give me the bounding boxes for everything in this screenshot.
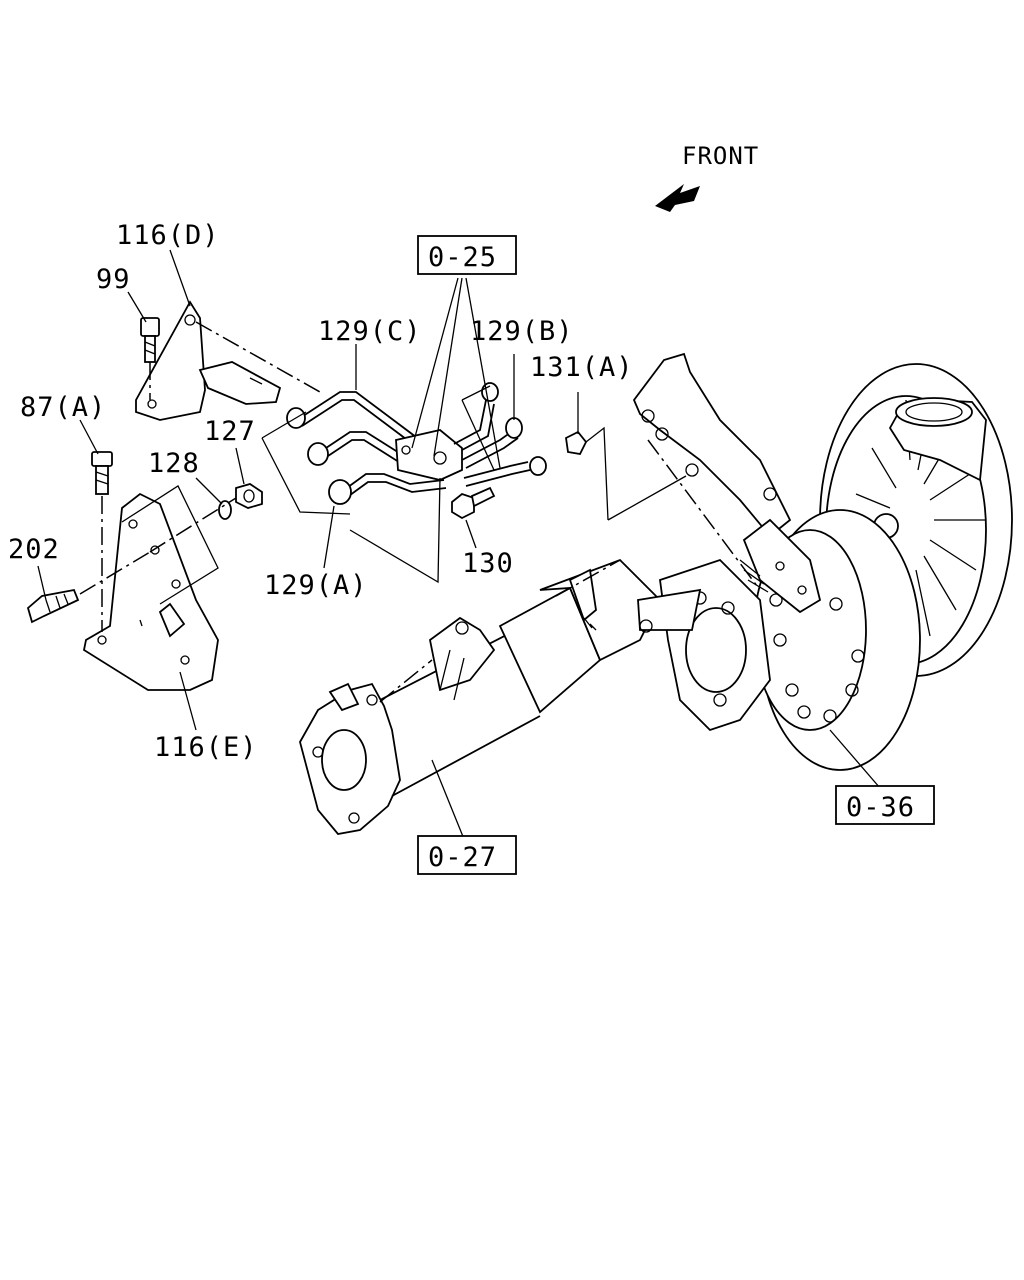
label-128: 128 xyxy=(148,448,200,479)
wastegate-actuator xyxy=(739,518,822,614)
label-129a: 129(A) xyxy=(264,570,368,601)
washer-128 xyxy=(218,500,232,520)
bracket-116d xyxy=(135,300,321,421)
front-label: FRONT xyxy=(682,142,759,170)
label-127: 127 xyxy=(204,416,256,447)
bolt-87a xyxy=(91,451,113,632)
ref-box-0-25[interactable]: 0-25 xyxy=(417,235,517,275)
label-116e: 116(E) xyxy=(154,732,258,763)
pipe-junction-block xyxy=(395,429,463,481)
label-202: 202 xyxy=(8,534,60,565)
ref-box-0-36[interactable]: 0-36 xyxy=(835,785,935,825)
stud-202 xyxy=(26,551,151,624)
label-130: 130 xyxy=(462,548,514,579)
bolt-130 xyxy=(451,486,496,520)
label-129b: 129(B) xyxy=(470,316,574,347)
label-129c: 129(C) xyxy=(318,316,422,347)
bracket-116e xyxy=(82,492,219,691)
label-99: 99 xyxy=(96,264,131,295)
clip-131a xyxy=(565,426,687,521)
ref-label-0-36: 0-36 xyxy=(846,792,915,823)
ref-label-0-27: 0-27 xyxy=(428,842,497,873)
label-131a: 131(A) xyxy=(530,352,634,383)
exhaust-pipe xyxy=(299,558,771,835)
nut-127 xyxy=(235,483,263,509)
bolt-99 xyxy=(140,317,160,400)
ref-box-0-27[interactable]: 0-27 xyxy=(417,835,517,875)
pipe-upper-right xyxy=(453,382,547,487)
turbo-support-bracket xyxy=(632,352,792,591)
pipe-129a xyxy=(328,473,447,505)
ref-label-0-25: 0-25 xyxy=(428,242,497,273)
label-116d: 116(D) xyxy=(116,220,220,251)
front-arrow-icon xyxy=(655,184,700,212)
label-87a: 87(A) xyxy=(20,392,106,423)
